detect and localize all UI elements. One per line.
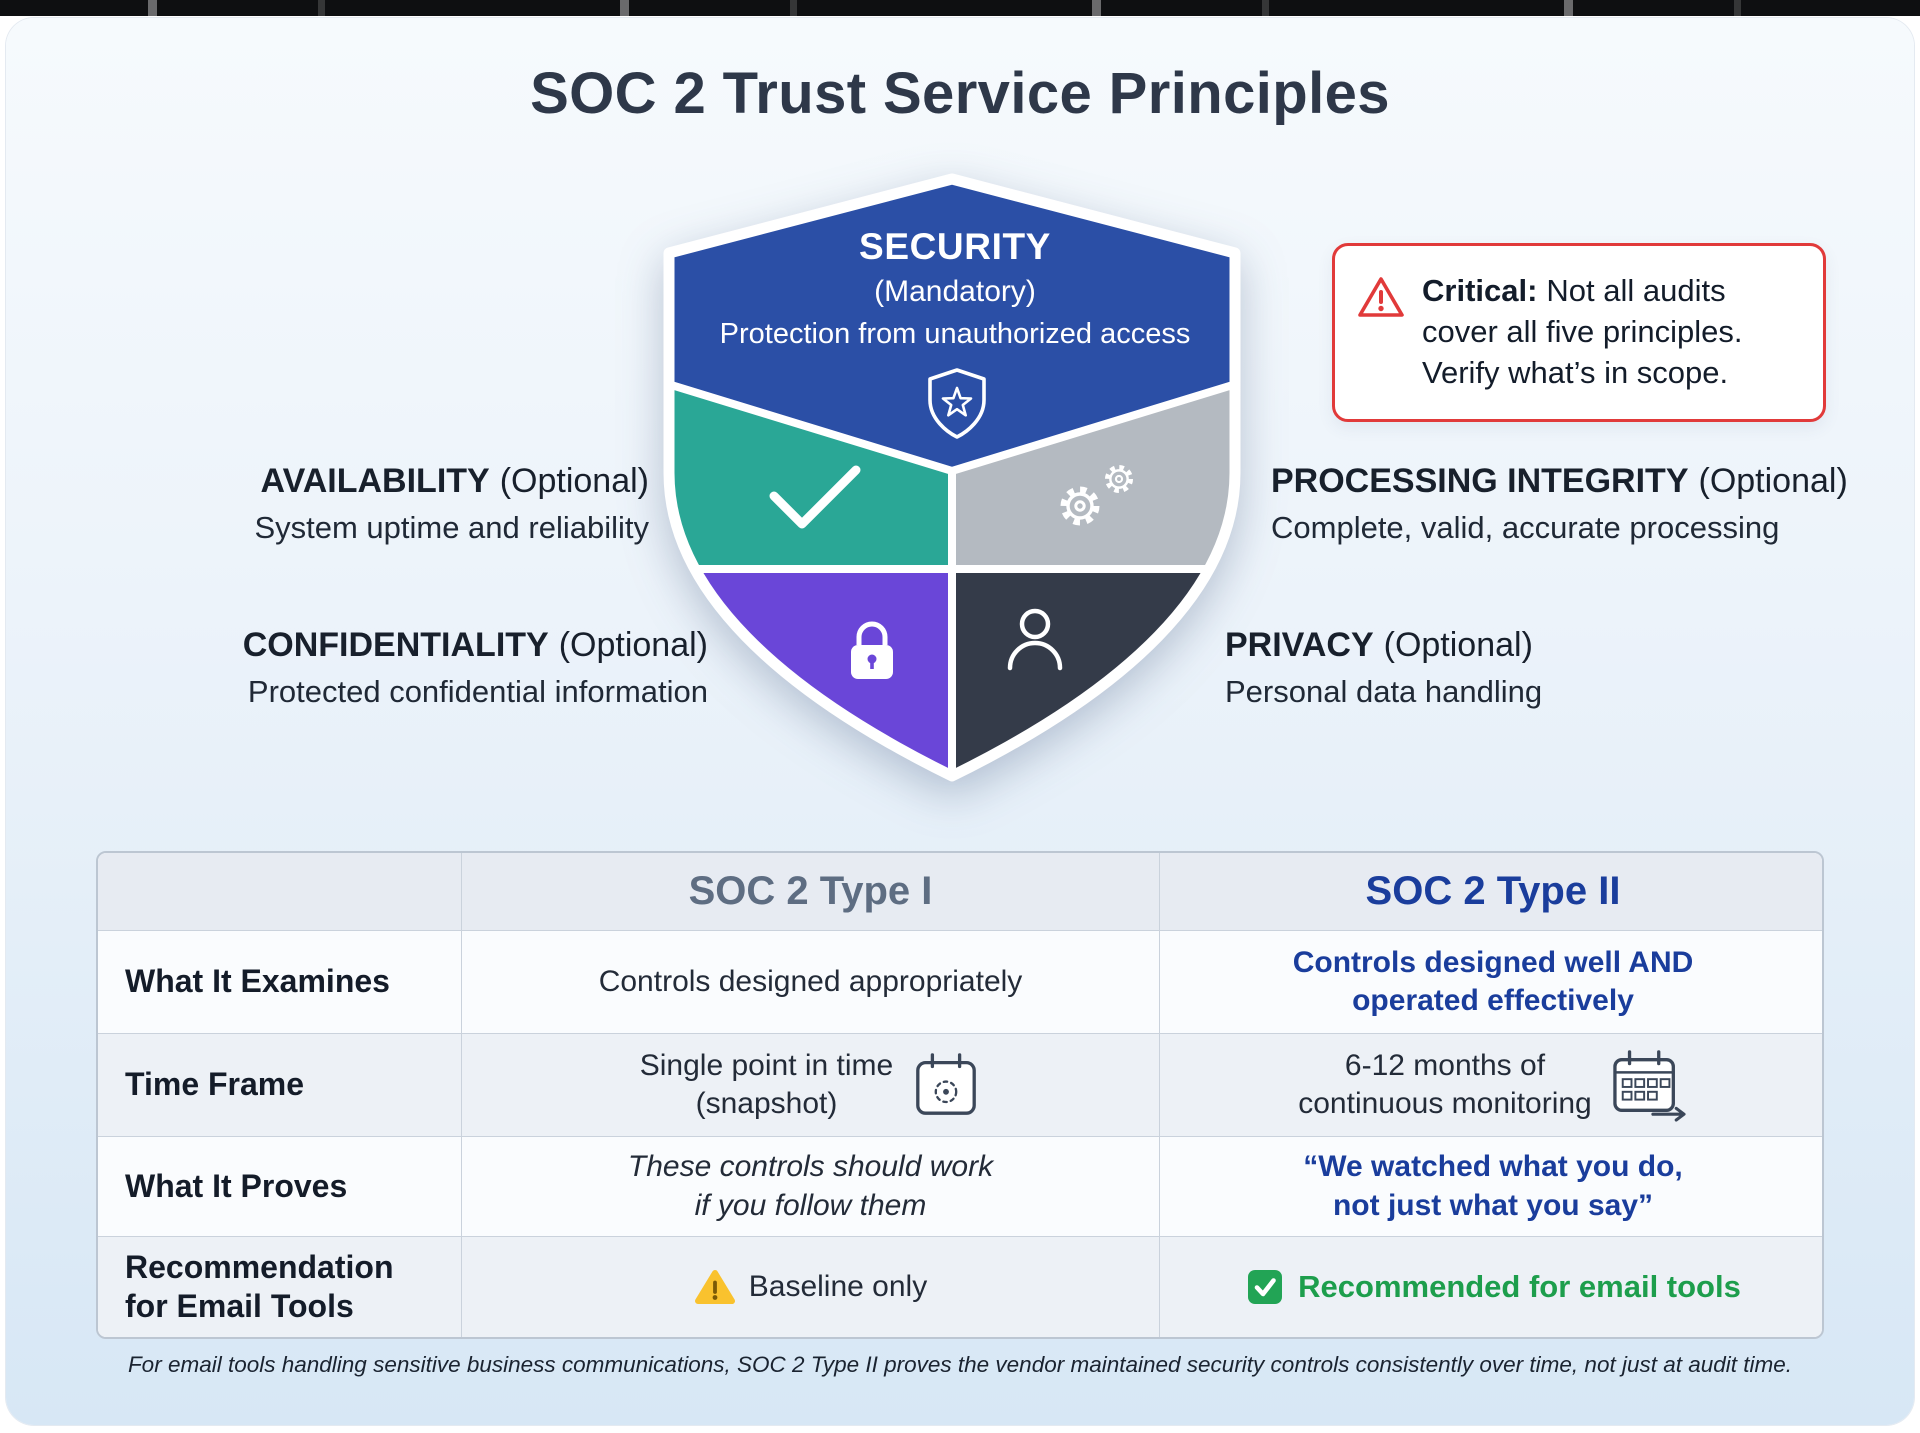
row-label-timeframe: Time Frame — [98, 1033, 461, 1136]
lock-icon — [851, 621, 893, 679]
cell-recommendation-type1: Baseline only — [461, 1236, 1159, 1337]
privacy-name: PRIVACY — [1225, 626, 1374, 664]
shield-label-processing-integrity: PROCESSING INTEGRITY(Optional) Complete,… — [1271, 462, 1848, 546]
header-type1: SOC 2 Type I — [461, 853, 1159, 930]
callout-line1: Not all audits — [1546, 273, 1726, 308]
processing-desc: Complete, valid, accurate processing — [1271, 510, 1780, 545]
shield-label-privacy: PRIVACY(Optional) Personal data handling — [1225, 626, 1542, 710]
row-label-recommendation: Recommendation for Email Tools — [98, 1236, 461, 1337]
critical-callout-text: Critical:Not all audits cover all five p… — [1422, 271, 1742, 394]
shield-section-processing-integrity — [952, 380, 1235, 569]
cell-examines-type2: Controls designed well AND operated effe… — [1159, 930, 1822, 1033]
processing-name: PROCESSING INTEGRITY — [1271, 462, 1689, 500]
footnote: For email tools handling sensitive busin… — [127, 1352, 1793, 1377]
shield-section-security — [669, 179, 1235, 471]
availability-tag: (Optional) — [499, 462, 649, 500]
shield-star-icon — [928, 368, 986, 439]
warning-triangle-icon — [1358, 277, 1404, 317]
warning-icon — [694, 1270, 735, 1304]
availability-desc: System uptime and reliability — [254, 510, 649, 545]
confidentiality-desc: Protected confidential information — [247, 674, 708, 709]
critical-callout: Critical:Not all audits cover all five p… — [1332, 243, 1826, 422]
shield-label-availability: AVAILABILITY(Optional) System uptime and… — [254, 462, 649, 546]
trust-principles-shield — [663, 173, 1241, 782]
cell-timeframe-type2: 6-12 months of continuous monitoring — [1159, 1033, 1822, 1136]
shield-section-dividers — [669, 376, 1235, 776]
checkmark-icon — [769, 465, 861, 529]
callout-line3: Verify what’s in scope. — [1422, 354, 1729, 390]
shield-label-confidentiality: CONFIDENTIALITY(Optional) Protected conf… — [243, 626, 708, 710]
cell-timeframe-type1: Single point in time (snapshot) — [461, 1033, 1159, 1136]
cell-proves-type1: These controls should work if you follow… — [461, 1136, 1159, 1236]
row-label-proves: What It Proves — [98, 1136, 461, 1236]
header-empty-cell — [98, 853, 461, 930]
header-type2: SOC 2 Type II — [1159, 853, 1822, 930]
calendar-snapshot-icon — [916, 1053, 977, 1115]
check-square-icon — [1248, 1270, 1283, 1304]
callout-line2: cover all five principles. — [1422, 313, 1743, 349]
confidentiality-tag: (Optional) — [558, 626, 708, 664]
availability-name: AVAILABILITY — [260, 462, 490, 500]
confidentiality-name: CONFIDENTIALITY — [242, 626, 549, 664]
privacy-desc: Personal data handling — [1225, 674, 1543, 709]
cell-examines-type1: Controls designed appropriately — [461, 930, 1159, 1033]
processing-tag: (Optional) — [1698, 462, 1848, 500]
cell-recommendation-type2: Recommended for email tools — [1159, 1236, 1822, 1337]
page-title: SOC 2 Trust Service Principles — [530, 61, 1390, 126]
shield-outline — [663, 173, 1241, 782]
cell-proves-type2: “We watched what you do, not just what y… — [1159, 1136, 1822, 1236]
person-icon — [1007, 608, 1063, 671]
privacy-tag: (Optional) — [1383, 626, 1533, 664]
calendar-monitoring-icon — [1613, 1050, 1686, 1122]
row-label-examines: What It Examines — [98, 930, 461, 1033]
shield-section-availability — [669, 380, 952, 569]
gears-icon — [1060, 464, 1134, 526]
top-edge-strip — [0, 0, 1920, 16]
callout-lead: Critical: — [1422, 273, 1538, 308]
soc2-comparison-table: SOC 2 Type I SOC 2 Type II What It Exami… — [96, 851, 1824, 1339]
